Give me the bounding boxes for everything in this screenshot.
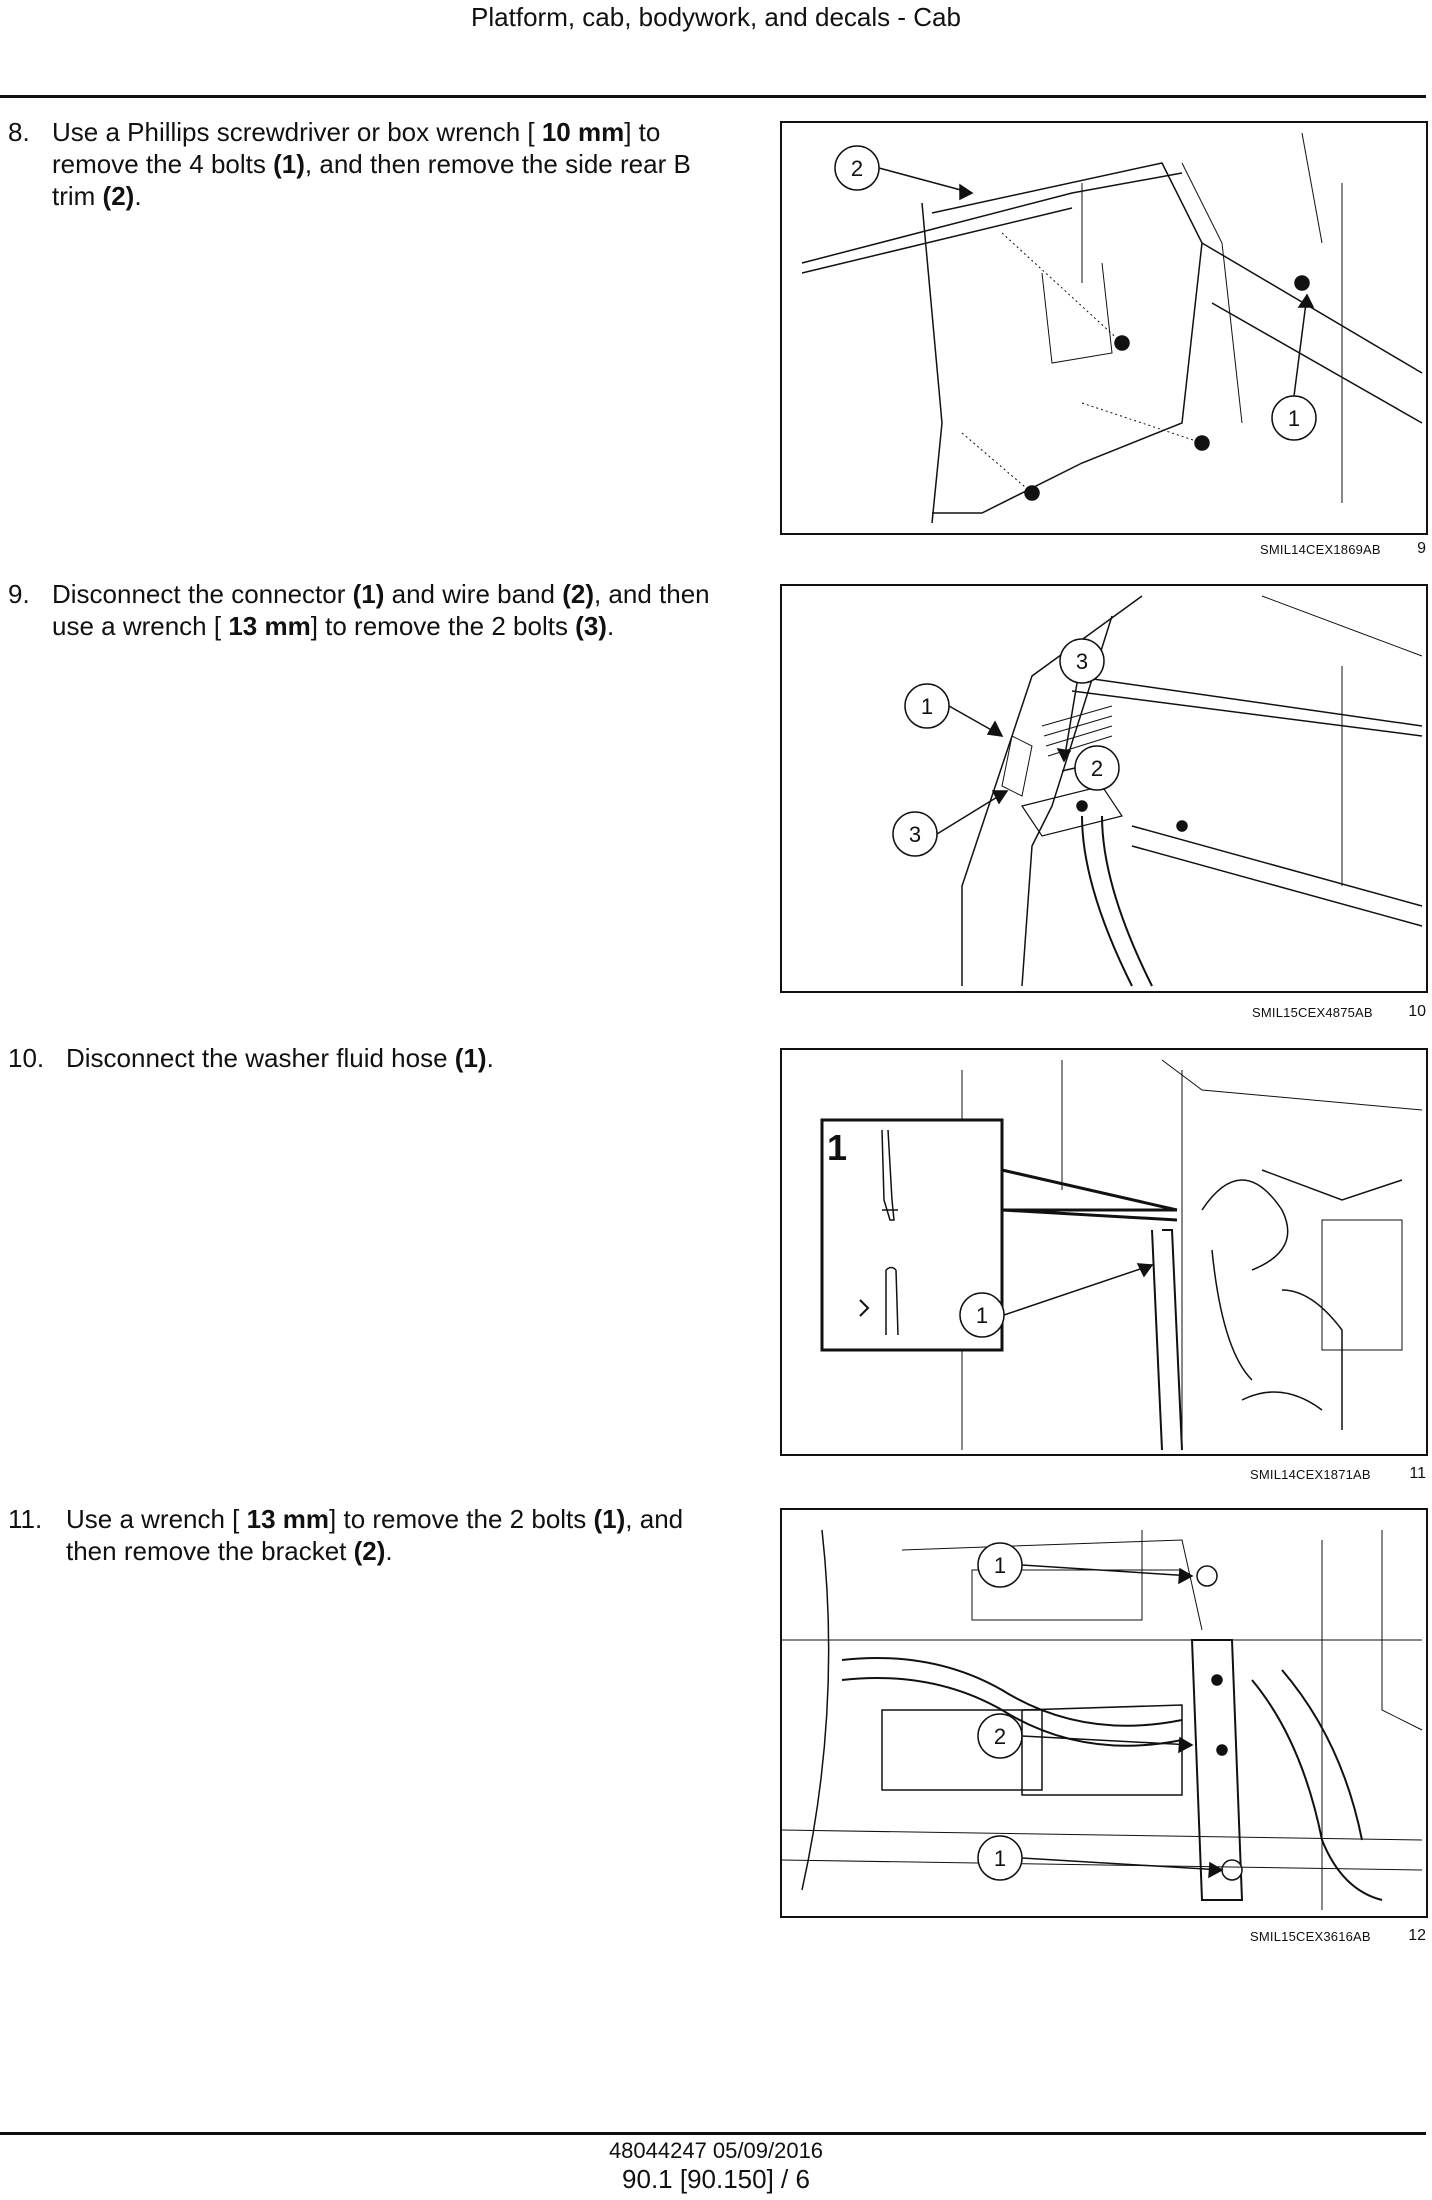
step-text-emphasis: (1) xyxy=(273,149,305,179)
step-text-run: ] to remove the 4 bolts xyxy=(52,117,661,179)
figure-11-number: 11 xyxy=(1409,1465,1426,1482)
step-number: 11. xyxy=(8,1504,43,1534)
step-text-emphasis: (1) xyxy=(454,1043,487,1073)
step-number: 10. xyxy=(8,1043,45,1073)
step-text-run: , and then remove the bracket xyxy=(66,1504,684,1566)
step-text-run: , and then use a wrench [ xyxy=(52,579,710,641)
step-text-emphasis: (3) xyxy=(575,611,607,641)
step-text-run: . xyxy=(486,1043,494,1073)
footer-rule xyxy=(0,2132,1426,2135)
callout-2: 2 xyxy=(1091,756,1103,781)
figure-10-code: SMIL15CEX4875AB xyxy=(1252,1005,1373,1020)
callout-3: 3 xyxy=(1076,649,1088,674)
step-10: 10. Disconnect the washer fluid hose (1)… xyxy=(8,1042,728,1082)
step-text-run: , and then remove the side rear B trim xyxy=(52,149,691,211)
callout-2: 2 xyxy=(851,156,863,181)
step-number: 9. xyxy=(8,579,30,609)
callout-1: 1 xyxy=(1288,406,1300,431)
step-text-run: . xyxy=(385,1536,393,1566)
step-text: Use a wrench [ 13 mm] to remove the 2 bo… xyxy=(66,1503,726,1567)
footer-section: 90.1 [90.150] / 6 xyxy=(622,2164,810,2194)
step-text-run: ] to remove the 2 bolts xyxy=(329,1504,594,1534)
step-text-run: Disconnect the connector xyxy=(52,579,353,609)
step-text-run: . xyxy=(134,181,142,211)
callout-1: 1 xyxy=(994,1553,1006,1578)
step-11: 11. Use a wrench [ 13 mm] to remove the … xyxy=(8,1503,728,1573)
step-text-run: Disconnect the washer fluid hose xyxy=(66,1043,455,1073)
step-text-run: and wire band xyxy=(384,579,563,609)
step-text-emphasis: 10 mm xyxy=(541,117,625,147)
step-text-run: . xyxy=(606,611,615,641)
figure-11-code: SMIL14CEX1871AB xyxy=(1250,1467,1371,1482)
step-text-emphasis: (1) xyxy=(593,1504,626,1534)
callout-1: 1 xyxy=(994,1846,1006,1871)
callout-1: 1 xyxy=(921,694,933,719)
step-number: 8. xyxy=(8,117,30,147)
figure-9-code: SMIL14CEX1869AB xyxy=(1260,542,1381,557)
figure-12-illustration: 1 2 1 xyxy=(780,1508,1428,1918)
step-text-run: Use a wrench [ xyxy=(66,1504,247,1534)
step-text: Use a Phillips screwdriver or box wrench… xyxy=(52,116,726,212)
step-text-emphasis: 13 mm xyxy=(228,611,311,641)
inset-callout-1: 1 xyxy=(827,1127,847,1168)
step-8: 8. Use a Phillips screwdriver or box wre… xyxy=(8,116,728,216)
step-text-emphasis: (2) xyxy=(562,579,594,609)
step-text: Disconnect the washer fluid hose (1). xyxy=(66,1042,726,1074)
figure-11-illustration: 1 1 xyxy=(780,1048,1428,1456)
step-text-emphasis: (2) xyxy=(353,1536,386,1566)
step-text-emphasis: (1) xyxy=(352,579,385,609)
callout-2: 2 xyxy=(994,1724,1006,1749)
figure-12-code: SMIL15CEX3616AB xyxy=(1250,1929,1371,1944)
callout-1: 1 xyxy=(976,1303,988,1328)
footer-doc-id: 48044247 05/09/2016 xyxy=(608,2138,824,2163)
figure-10-number: 10 xyxy=(1408,1003,1426,1020)
figure-12-number: 12 xyxy=(1408,1927,1426,1944)
figure-9-illustration: 2 1 xyxy=(780,121,1428,535)
figure-9-number: 9 xyxy=(1417,540,1426,557)
callout-3: 3 xyxy=(909,822,921,847)
figure-10-illustration: 1 3 2 3 xyxy=(780,584,1428,993)
page-header-title: Platform, cab, bodywork, and decals - Ca… xyxy=(471,2,961,32)
step-text-run: Use a Phillips screwdriver or box wrench… xyxy=(52,117,542,147)
step-9: 9. Disconnect the connector (1) and wire… xyxy=(8,578,728,648)
header-rule xyxy=(0,95,1426,98)
step-text-emphasis: 13 mm xyxy=(246,1504,330,1534)
step-text: Disconnect the connector (1) and wire ba… xyxy=(52,578,726,642)
step-text-emphasis: (2) xyxy=(102,181,135,211)
step-text-run: ] to remove the 2 bolts xyxy=(310,611,576,641)
